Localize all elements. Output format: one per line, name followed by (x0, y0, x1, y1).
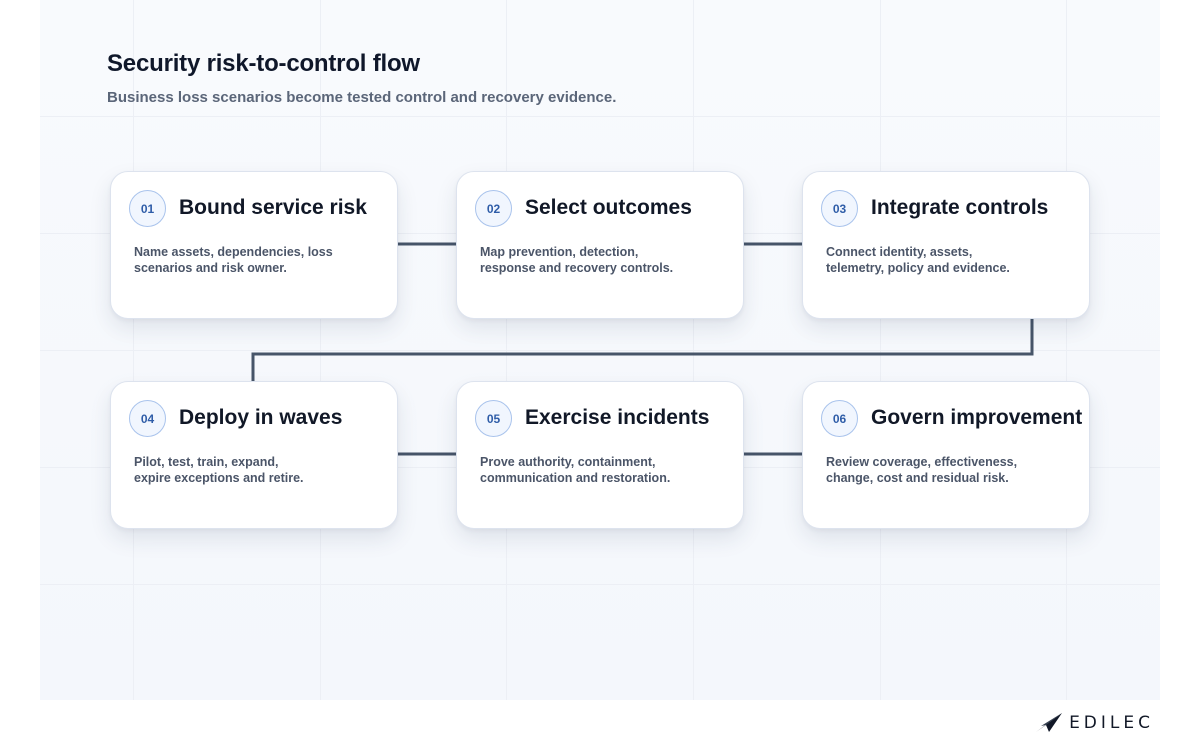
step-description: Prove authority, containment, communicat… (480, 454, 710, 486)
step-description: Map prevention, detection, response and … (480, 244, 710, 276)
step-card-06: 06 Govern improvement Review coverage, e… (802, 381, 1090, 529)
step-description-line: change, cost and residual risk. (826, 471, 1009, 485)
grid-line (693, 0, 694, 700)
step-description: Pilot, test, train, expand, expire excep… (134, 454, 364, 486)
page-subtitle: Business loss scenarios become tested co… (107, 89, 617, 106)
step-title: Bound service risk (179, 196, 367, 219)
step-card-01: 01 Bound service risk Name assets, depen… (110, 171, 398, 319)
step-card-05: 05 Exercise incidents Prove authority, c… (456, 381, 744, 529)
step-description-line: Review coverage, effectiveness, (826, 455, 1018, 469)
step-number-badge: 05 (475, 400, 512, 437)
step-number-badge: 02 (475, 190, 512, 227)
step-description-line: expire exceptions and retire. (134, 471, 304, 485)
step-title: Integrate controls (871, 196, 1049, 219)
step-number-badge: 03 (821, 190, 858, 227)
step-description-line: Prove authority, containment, (480, 455, 656, 469)
step-description-line: telemetry, policy and evidence. (826, 261, 1010, 275)
step-description-line: Connect identity, assets, (826, 245, 973, 259)
step-title: Govern improvement (871, 406, 1083, 429)
step-description: Connect identity, assets, telemetry, pol… (826, 244, 1056, 276)
step-number-badge: 01 (129, 190, 166, 227)
step-number-badge: 04 (129, 400, 166, 437)
step-description-line: Name assets, dependencies, loss (134, 245, 333, 259)
step-description: Name assets, dependencies, loss scenario… (134, 244, 364, 276)
grid-line (40, 584, 1160, 585)
step-card-02: 02 Select outcomes Map prevention, detec… (456, 171, 744, 319)
step-description-line: Pilot, test, train, expand, (134, 455, 279, 469)
grid-line (880, 0, 881, 700)
step-description: Review coverage, effectiveness, change, … (826, 454, 1056, 486)
step-description-line: scenarios and risk owner. (134, 261, 287, 275)
grid-line (40, 116, 1160, 117)
brand-wordmark: EDILEC (1069, 713, 1154, 733)
grid-line (40, 350, 1160, 351)
brand-logo: EDILEC (1035, 711, 1154, 735)
step-card-03: 03 Integrate controls Connect identity, … (802, 171, 1090, 319)
step-description-line: Map prevention, detection, (480, 245, 639, 259)
step-description-line: communication and restoration. (480, 471, 671, 485)
step-card-04: 04 Deploy in waves Pilot, test, train, e… (110, 381, 398, 529)
page-title: Security risk-to-control flow (107, 50, 420, 77)
paper-plane-logo-icon (1036, 713, 1063, 732)
step-number-badge: 06 (821, 400, 858, 437)
step-title: Select outcomes (525, 196, 692, 219)
step-description-line: response and recovery controls. (480, 261, 674, 275)
step-title: Exercise incidents (525, 406, 710, 429)
grid-line (133, 0, 134, 700)
step-title: Deploy in waves (179, 406, 343, 429)
grid-line (1066, 0, 1067, 700)
